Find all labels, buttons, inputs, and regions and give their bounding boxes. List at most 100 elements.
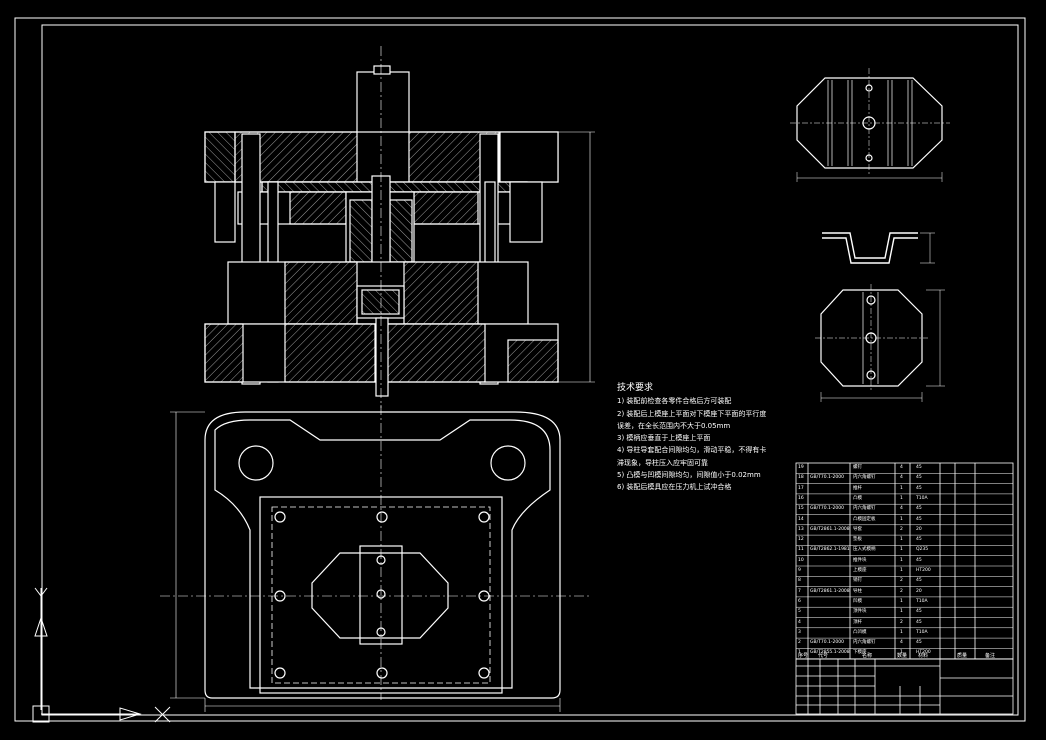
bom-cell-qty: 2	[900, 526, 903, 532]
die-section-view	[204, 65, 559, 397]
bom-row: 15 GB/T70.1-2000 内六角螺钉 4 45	[796, 504, 1013, 514]
title-block	[795, 658, 1014, 715]
bom-cell-mat: 45	[916, 475, 922, 481]
bom-cell-mat: 45	[916, 578, 922, 584]
bom-cell-mat: HT200	[916, 650, 931, 656]
drawing-border	[14, 17, 1026, 722]
bom-cell-no: 15	[798, 506, 804, 512]
bom-cell-qty: 1	[900, 650, 903, 656]
bom-cell-no: 16	[798, 495, 804, 501]
bom-cell-qty: 4	[900, 465, 903, 470]
bent-part-profile	[822, 232, 935, 264]
bom-cell-name: 内六角螺钉	[853, 475, 876, 481]
bom-cell-qty: 4	[900, 506, 903, 512]
bom-cell-no: 7	[798, 588, 801, 594]
bom-cell-mat: T10A	[916, 495, 928, 501]
bom-cell-qty: 2	[900, 588, 903, 594]
bom-cell-mat: 20	[916, 526, 922, 532]
tech-req-line-3: 误差，在全长范围内不大于0.05mm	[617, 421, 731, 430]
bom-cell-no: 10	[798, 557, 804, 563]
bom-cell-no: 6	[798, 598, 801, 604]
bom-cell-name: 顶件块	[853, 609, 867, 615]
bom-cell-qty: 1	[900, 609, 903, 615]
tech-req-line-8: 6) 装配后模具应在压力机上试冲合格	[617, 483, 732, 492]
bom-cell-std: GB/T2861.1-2008	[810, 588, 850, 594]
formed-part-view	[815, 284, 945, 402]
technical-requirements-title: 技术要求	[617, 383, 654, 393]
bom-header-std: 代号	[818, 653, 829, 659]
bom-cell-mat: T10A	[916, 598, 928, 604]
bom-cell-mat: T10A	[916, 629, 928, 635]
blank-part-view	[790, 68, 950, 182]
bom-cell-no: 12	[798, 537, 804, 543]
bom-cell-no: 2	[798, 640, 801, 646]
bom-header-note: 备注	[985, 653, 996, 659]
bom-cell-mat: 45	[916, 640, 922, 646]
bom-cell-qty: 1	[900, 485, 903, 491]
bom-table-grid	[795, 462, 1014, 660]
bom-row-lines	[796, 473, 1013, 659]
bom-cell-name: 推件块	[853, 557, 867, 563]
bom-cell-qty: 1	[900, 547, 903, 553]
bom-header-name: 名称	[862, 653, 873, 659]
bom-cell-mat: 45	[916, 619, 922, 625]
bom-cell-no: 8	[798, 578, 801, 584]
bom-cell-qty: 2	[900, 619, 903, 625]
tech-req-line-6: 滞现象，导柱压入应牢固可靠	[617, 458, 708, 467]
bom-cell-qty: 1	[900, 495, 903, 501]
bom-cell-qty: 2	[900, 578, 903, 584]
bom-cell-name: 垫板	[853, 537, 862, 543]
tech-req-line-2: 2) 装配后上模座上平面对下模座下平面的平行度	[617, 409, 767, 418]
bom-cell-qty: 4	[900, 475, 903, 481]
bom-cell-name: 导套	[853, 526, 862, 532]
bom-header-mass: 质量	[957, 653, 968, 659]
bom-cell-std: GB/T2855.1-2008	[810, 650, 850, 656]
bom-header-mat: 材料	[918, 653, 929, 659]
technical-requirements: 技术要求 1) 装配前检查各零件合格后方可装配 2) 装配后上模座上平面对下模座…	[617, 382, 787, 494]
bom-cell-no: 5	[798, 609, 801, 615]
bom-cell-std: GB/T2861.1-2008	[810, 526, 850, 532]
bom-cell-name: 内六角螺钉	[853, 506, 876, 512]
tech-req-line-1: 1) 装配前检查各零件合格后方可装配	[617, 397, 732, 406]
bom-cell-no: 3	[798, 629, 801, 635]
bom-cell-name: 凸模固定板	[853, 516, 876, 522]
bom-cell-qty: 4	[900, 640, 903, 646]
tech-req-line-5: 4) 导柱导套配合间隙均匀，滑动平稳，不得有卡	[617, 446, 767, 455]
section-dimension-lines	[380, 46, 595, 408]
bom-cell-mat: Q235	[916, 547, 929, 553]
bom-cell-name: 销钉	[853, 578, 862, 584]
bom-row: 6 凹模 1 T10A	[796, 597, 1013, 607]
bom-cell-qty: 1	[900, 516, 903, 522]
bom-cell-std: GB/T70.1-2000	[810, 640, 844, 646]
bom-cell-qty: 1	[900, 568, 903, 573]
bom-cell-no: 13	[798, 526, 804, 532]
bom-cell-name: 凹模	[853, 598, 862, 604]
bom-cell-qty: 1	[900, 598, 903, 604]
bom-cell-std: GB/T70.1-2000	[810, 506, 844, 512]
bom-header-no: 序号	[798, 653, 809, 659]
bom-header-qty: 数量	[897, 653, 908, 659]
bom-row: 4 顶杆 2 45	[796, 618, 1013, 628]
bom-cell-no: 14	[798, 516, 804, 522]
tech-req-line-7: 5) 凸模与凹模间隙均匀，间隙值小于0.02mm	[617, 471, 761, 480]
bom-cell-qty: 1	[900, 629, 903, 635]
bom-cell-name: 导柱	[853, 588, 862, 594]
bom-cell-name: 顶杆	[853, 619, 862, 625]
bom-row: 8 销钉 2 45	[796, 576, 1013, 586]
bom-cell-mat: 45	[916, 506, 922, 512]
bom-cell-mat: 45	[916, 485, 922, 491]
bom-cell-name: 压入式模柄	[853, 547, 876, 553]
bom-cell-no: 4	[798, 619, 801, 625]
bom-cell-name: 凸凹模	[853, 629, 867, 635]
